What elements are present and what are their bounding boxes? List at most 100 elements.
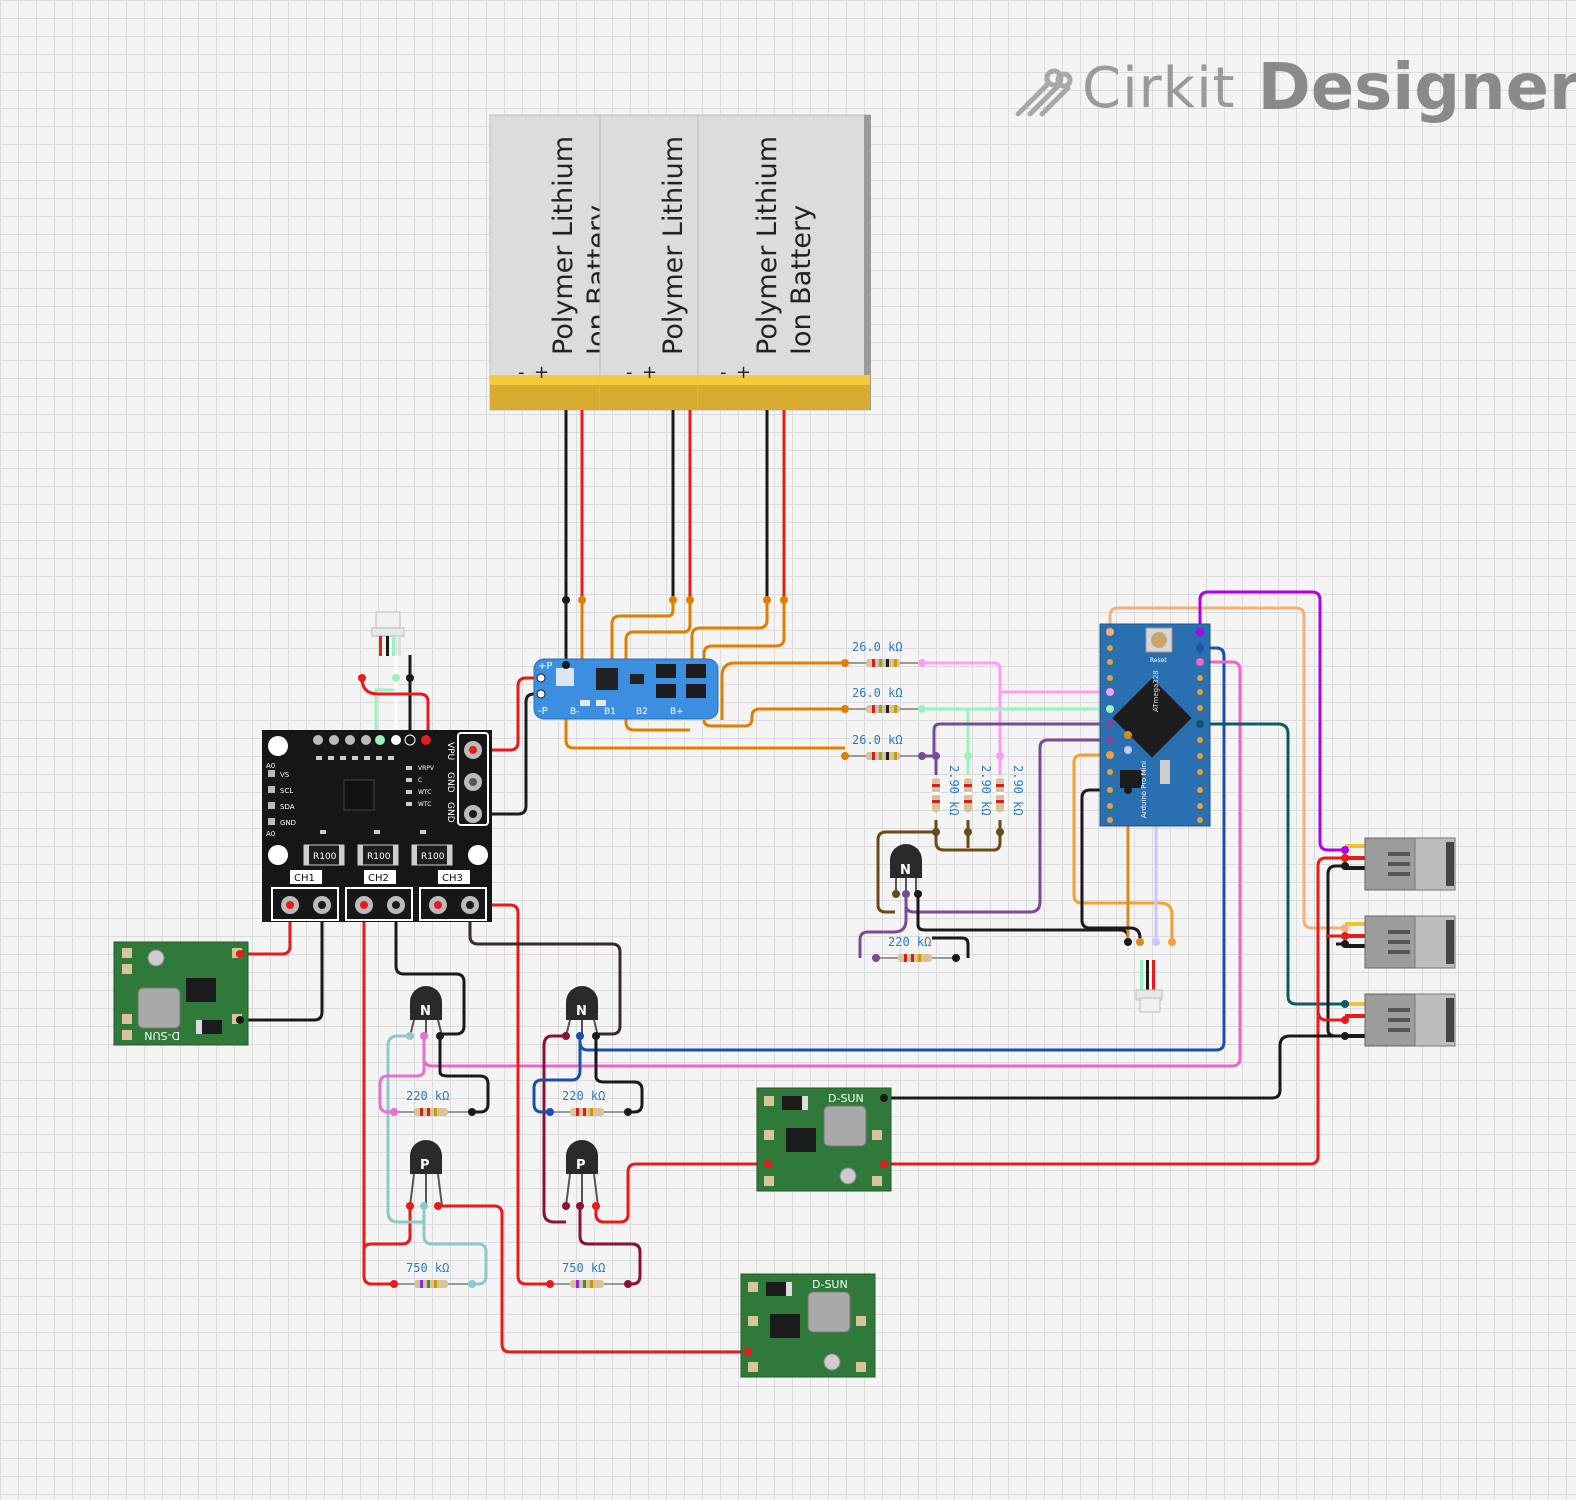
wire-divider-3-in[interactable]: [564, 700, 845, 750]
wire-violet-connector[interactable]: [1198, 590, 1345, 852]
bms-pin-bpos: B+: [670, 707, 684, 717]
converter-middle[interactable]: D-SUN: [756, 1087, 892, 1192]
battery-1-label-1: Polymer Lithium: [548, 136, 579, 355]
wire-res-gnd[interactable]: [932, 936, 970, 958]
monitor-shunt-1: R100: [313, 852, 337, 862]
battery-3[interactable]: Polymer Lithium Ion Battery - +: [697, 114, 871, 411]
transistor-pnp-2[interactable]: P: [565, 1140, 599, 1207]
wire-npn-base-res[interactable]: [858, 894, 908, 958]
arduino-name-label: Arduino Pro Mini: [1140, 761, 1148, 818]
wire-monitor-sda[interactable]: [374, 655, 398, 740]
wire-arduino-vcc[interactable]: [1072, 753, 1174, 942]
wire-ch2-neg[interactable]: [394, 905, 466, 1036]
wire-teal-left[interactable]: [386, 1034, 424, 1224]
wire-bms-neg-out[interactable]: [472, 692, 540, 816]
wire-pink-transistor[interactable]: [422, 660, 1242, 1068]
monitor-pin-scl: SCL: [280, 787, 293, 795]
resistor-750k-left-label: 750 kΩ: [406, 1261, 449, 1275]
transistor-npn-1-label: N: [420, 1004, 431, 1019]
battery-2-pos: +: [642, 362, 657, 383]
transistor-pnp-2-label: P: [576, 1158, 586, 1173]
wire-maroon-right[interactable]: [542, 1034, 566, 1224]
wire-npn-emitter[interactable]: [916, 894, 1130, 942]
monitor-shunt-3: R100: [421, 852, 445, 862]
monitor-board[interactable]: VPU GND GND A0 VS SCL SDA GND A0 VRPV C …: [262, 730, 492, 922]
converter-left[interactable]: D-SUN: [113, 941, 249, 1046]
resistor-750k-right[interactable]: 750 kΩ: [546, 1261, 632, 1288]
resistor-220k-right[interactable]: 220 kΩ: [872, 935, 960, 962]
wire-ch3-pos[interactable]: [436, 903, 550, 1286]
wire-ch2-pos[interactable]: [362, 905, 394, 1286]
resistor-26k-2: 26.0 kΩ: [841, 686, 926, 713]
resistor-220k-mid[interactable]: 220 kΩ: [546, 1089, 632, 1116]
resistor-26k-1-label: 26.0 kΩ: [852, 640, 903, 654]
monitor-pin-gnd-2: GND: [445, 802, 455, 823]
converter-middle-label: D-SUN: [828, 1092, 864, 1105]
bms-out-neg-label: -P: [538, 706, 548, 717]
battery-3-neg: -: [720, 362, 727, 383]
wire-peach-connector[interactable]: [1108, 606, 1345, 930]
resistor-2k9-2-label: 2.90 kΩ: [979, 765, 993, 816]
monitor-jst-connector[interactable]: [358, 611, 414, 682]
resistor-26k-3-label: 26.0 kΩ: [852, 733, 903, 747]
wire-converter-out-gnd[interactable]: [884, 1034, 1345, 1100]
wire-balance-b1[interactable]: [610, 600, 675, 700]
wire-tap-3-arduino[interactable]: [922, 722, 1110, 758]
wire-ch3-neg[interactable]: [468, 905, 622, 1036]
wire-converter-out-vcc[interactable]: [884, 1010, 1320, 1166]
wire-divider-bottom[interactable]: [934, 820, 1002, 852]
wire-monitor-vs[interactable]: [360, 677, 430, 740]
wire-divider-2-in[interactable]: [702, 707, 845, 728]
transistor-npn-2[interactable]: N: [565, 986, 599, 1037]
wire-npn-base-ctrl[interactable]: [904, 738, 1110, 914]
arduino-jst-connector[interactable]: [1124, 938, 1176, 1013]
battery-1[interactable]: Polymer Lithium Ion Battery - +: [489, 114, 616, 411]
transistor-pnp-1-label: P: [420, 1158, 430, 1173]
servo-connector-1: [1345, 837, 1456, 891]
wire-pink-base[interactable]: [378, 1036, 426, 1114]
wire-connector-vcc[interactable]: [1316, 856, 1345, 1022]
monitor-pin-a0-bottom: A0: [266, 830, 275, 838]
wire-blue-base[interactable]: [532, 1036, 582, 1114]
monitor-pin-vs: VS: [280, 771, 290, 779]
wire-pnp-out-1[interactable]: [438, 1204, 748, 1354]
transistor-pnp-1[interactable]: P: [409, 1140, 443, 1207]
wire-teal-connector[interactable]: [1200, 722, 1345, 1006]
wire-tap-1-drop[interactable]: [922, 661, 1002, 775]
wire-balance-b2[interactable]: [690, 600, 769, 700]
resistor-26k-1: 26.0 kΩ: [841, 640, 926, 667]
resistor-750k-left[interactable]: 750 kΩ: [390, 1261, 476, 1288]
bms-board[interactable]: +P -P B- B1 B2 B+: [533, 658, 719, 720]
transistor-npn-right-label: N: [900, 863, 911, 878]
wire-blue-transistor[interactable]: [578, 646, 1226, 1052]
wire-ch1-pos[interactable]: [240, 905, 292, 956]
converter-bottom[interactable]: D-SUN: [740, 1273, 876, 1378]
battery-2-neg: -: [626, 362, 633, 383]
wire-divider-to-npn[interactable]: [876, 830, 936, 914]
transistor-junctions: [406, 890, 922, 1210]
monitor-pin-vpu: VPU: [445, 742, 455, 760]
converter-bottom-label: D-SUN: [812, 1278, 848, 1291]
wire-arduino-gnd[interactable]: [1080, 788, 1142, 942]
wire-pnp-out-2[interactable]: [594, 1162, 768, 1224]
transistor-npn-2-label: N: [576, 1004, 587, 1019]
battery-1-neg: -: [518, 362, 525, 383]
servo-connectors[interactable]: [1341, 837, 1456, 1047]
monitor-side-c: C: [418, 777, 422, 784]
wire-bms-pos-out[interactable]: [472, 676, 540, 752]
resistor-2k9-1-label: 2.90 kΩ: [947, 765, 961, 816]
arduino-pro-mini[interactable]: Reset ATmega328 Arduino Pro Mini: [1099, 623, 1211, 827]
divider-resistors[interactable]: 26.0 kΩ 26.0 kΩ 26.0 kΩ 2.90 kΩ 2.90 k: [841, 640, 1025, 836]
servo-connector-3: [1345, 993, 1456, 1047]
wire-ch1-neg[interactable]: [240, 905, 324, 1022]
wire-divider-1-in[interactable]: [720, 661, 845, 720]
wire-connector-gnd[interactable]: [1326, 864, 1345, 1038]
bms-out-pos-label: +P: [538, 661, 552, 672]
battery-2[interactable]: Polymer Lithium - +: [599, 114, 711, 411]
resistor-220k-left[interactable]: 220 kΩ: [390, 1089, 476, 1116]
transistor-npn-1[interactable]: N: [409, 986, 443, 1037]
wire-balance-b1b[interactable]: [624, 600, 692, 732]
wire-balance-b3[interactable]: [702, 600, 786, 700]
transistor-npn-right[interactable]: N: [890, 844, 922, 894]
